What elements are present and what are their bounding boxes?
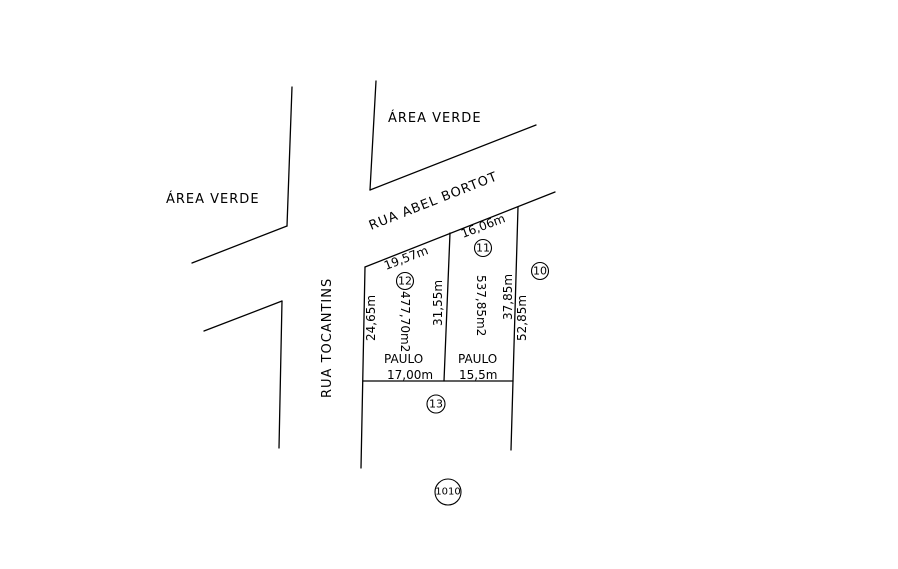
lot-11-front-label: 16,06m — [459, 211, 507, 241]
block-1010-number-circle — [434, 478, 462, 506]
top-block-diagonal — [369, 124, 537, 191]
left-block-diagonal-bottom — [203, 300, 283, 332]
tocantins-frontage-line — [360, 266, 366, 469]
rua-tocantins-label: RUA TOCANTINS — [320, 278, 335, 398]
lot-divider-12-11 — [443, 232, 451, 382]
lot-12-front-label: 19,57m — [382, 243, 430, 273]
lot-11-back-label: 15,5m — [459, 368, 497, 382]
lot-10-number: 10 — [533, 265, 547, 278]
lot-12-number-circle — [395, 271, 415, 291]
block-1010-number: 1010 — [435, 487, 460, 498]
lot-12-owner-label: PAULO — [384, 352, 423, 366]
lot-11-number: 11 — [476, 242, 490, 255]
lot-11-owner-label: PAULO — [458, 352, 497, 366]
left-block-vertical-top — [286, 86, 293, 227]
lot-12-left-side-label: 24,65m — [364, 295, 378, 341]
lot-10-side-label: 52,85m — [515, 295, 529, 341]
lot-11-right-side-label: 37,85m — [501, 274, 515, 320]
area-verde-top-label: ÁREA VERDE — [388, 110, 482, 126]
lot-13-number: 13 — [429, 398, 443, 411]
lot-13-number-circle — [426, 394, 446, 414]
lot-10-number-circle — [530, 261, 550, 281]
lot-12-right-side-label: 31,55m — [431, 280, 445, 326]
lot-12-number: 12 — [398, 275, 412, 288]
top-block-vertical — [369, 80, 377, 191]
lot-12-area-label: 477,70m2 — [398, 291, 412, 352]
lot-12-back-label: 17,00m — [387, 368, 433, 382]
lot-front-line — [364, 191, 556, 268]
left-block-diagonal-top — [191, 225, 288, 264]
area-verde-left-label: ÁREA VERDE — [166, 191, 260, 207]
lot-11-area-label: 537,85m2 — [474, 275, 488, 336]
left-block-vertical-bottom — [278, 300, 283, 449]
lot-divider-11-10 — [510, 206, 519, 451]
lot-11-number-circle — [473, 238, 493, 258]
